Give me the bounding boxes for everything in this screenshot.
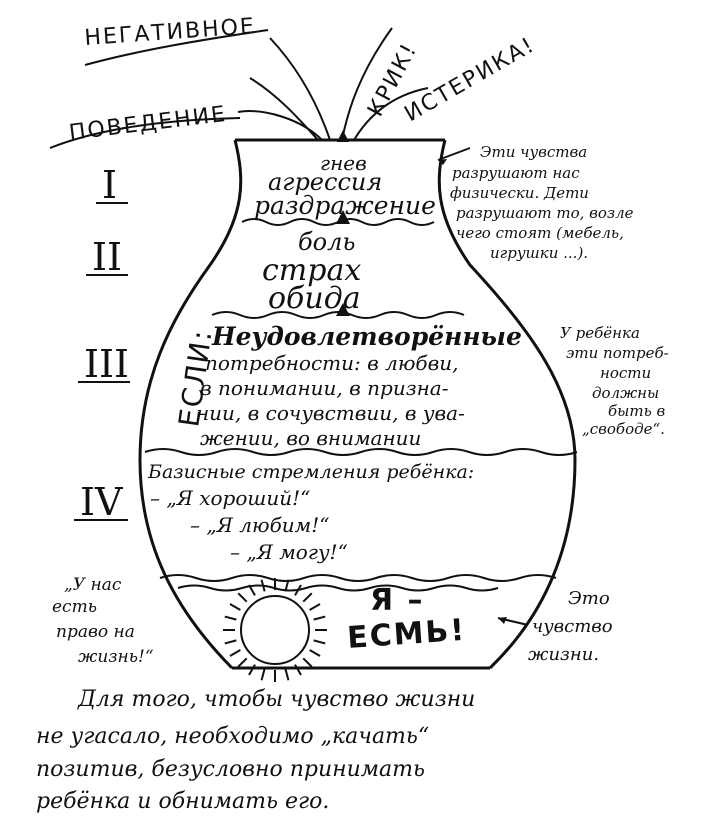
level2-line1: боль	[298, 228, 355, 256]
sun-ray	[224, 639, 237, 645]
note-left-bottom: „У нас есть право на жизнь!“	[52, 575, 154, 667]
sun-ray	[294, 664, 302, 676]
svg-text:Это: Это	[568, 588, 610, 609]
top-word-hysteria: ИСТЕРИКА!	[401, 32, 540, 127]
svg-text:У ребёнка: У ребёнка	[560, 324, 640, 342]
svg-text:„У нас: „У нас	[64, 575, 122, 595]
numeral-underlines	[74, 202, 130, 521]
sun-ray	[260, 579, 266, 592]
svg-text:разрушают нас: разрушают нас	[452, 164, 580, 182]
spray-strokes	[237, 27, 429, 141]
svg-text:Эти чувства: Эти чувства	[480, 143, 587, 161]
svg-text:„свободе“.: „свободе“.	[582, 420, 665, 438]
svg-text:должны: должны	[592, 384, 659, 402]
sun-ray	[237, 657, 248, 668]
sun-ray	[302, 657, 313, 668]
svg-text:позитив, безусловно принимать: позитив, безусловно принимать	[36, 757, 425, 782]
sun-ray	[313, 639, 326, 645]
sun-ray	[309, 649, 321, 657]
level2-line2: страх	[262, 253, 361, 288]
svg-text:разрушают то, возле: разрушают то, возле	[456, 204, 634, 222]
level4-line3: – „Я любим!“	[190, 513, 330, 537]
sun-icon	[223, 578, 327, 682]
svg-text:ности: ности	[600, 364, 651, 382]
note-right-bottom: Это чувство жизни.	[497, 588, 613, 665]
level2-line3: обида	[268, 281, 361, 316]
sun-ray	[229, 603, 241, 611]
svg-text:есть: есть	[52, 597, 97, 617]
svg-text:жизнь!“: жизнь!“	[78, 647, 154, 667]
center-word-line2: ЕСМЬ!	[346, 613, 467, 656]
sun-ray	[229, 649, 241, 657]
caption: Для того, чтобы чувство жизни не угасало…	[36, 687, 475, 814]
level3-line2: потребности: в любви,	[205, 351, 459, 375]
svg-text:не угасало, необходимо „качать: не угасало, необходимо „качать“	[36, 724, 429, 749]
word-swooshes	[49, 29, 269, 149]
sun-ray	[284, 668, 290, 681]
numeral-4: IV	[80, 480, 123, 524]
center-word-line1: Я –	[370, 583, 425, 618]
level4-line2: – „Я хороший!“	[150, 486, 310, 510]
level3-line4: нии, в сочувствии, в ува-	[196, 401, 465, 425]
sun-ray	[313, 615, 326, 621]
numeral-3: III	[84, 342, 129, 386]
sun-ray	[284, 579, 290, 592]
sun-ray	[260, 668, 266, 681]
svg-text:Для того, чтобы чувство жизни: Для того, чтобы чувство жизни	[77, 687, 475, 712]
svg-text:эти потреб-: эти потреб-	[566, 344, 669, 362]
sun-ray	[302, 592, 313, 603]
sun-ray	[309, 603, 321, 611]
svg-text:физически. Дети: физически. Дети	[450, 184, 589, 202]
sun-ray	[294, 584, 302, 596]
sun-ray	[248, 584, 256, 596]
level1-line2: агрессия	[268, 168, 382, 196]
numeral-2: II	[92, 235, 122, 279]
svg-text:жизни.: жизни.	[528, 644, 599, 665]
level3-line5: жении, во внимании	[200, 426, 421, 450]
svg-text:игрушки ...).: игрушки ...).	[490, 244, 588, 262]
level1-line1: гнев	[320, 151, 367, 175]
level3-line3: в понимании, в призна-	[200, 376, 449, 400]
svg-text:чувство: чувство	[532, 616, 613, 637]
svg-text:ребёнка и обнимать его.: ребёнка и обнимать его.	[36, 789, 329, 814]
svg-text:быть в: быть в	[608, 402, 666, 420]
svg-text:чего стоят (мебель,: чего стоят (мебель,	[456, 224, 624, 242]
note-right-top: Эти чувства разрушают нас физически. Дет…	[437, 143, 634, 262]
level3-line1: Неудовлетворённые	[211, 322, 522, 351]
level4-line4: – „Я могу!“	[230, 540, 348, 564]
sun-ray	[224, 615, 237, 621]
svg-text:право на: право на	[56, 622, 135, 642]
sun-ray	[248, 664, 256, 676]
level4-line1: Базисные стремления ребёнка:	[147, 461, 474, 483]
level1-line3: раздражение	[254, 191, 436, 220]
sun-ray	[237, 592, 248, 603]
top-word-behaviour: ПОВЕДЕНИЕ	[68, 102, 229, 146]
level-dividers	[144, 218, 578, 592]
note-right-middle: У ребёнка эти потреб- ности должны быть …	[560, 324, 669, 438]
numeral-1: I	[102, 163, 117, 207]
